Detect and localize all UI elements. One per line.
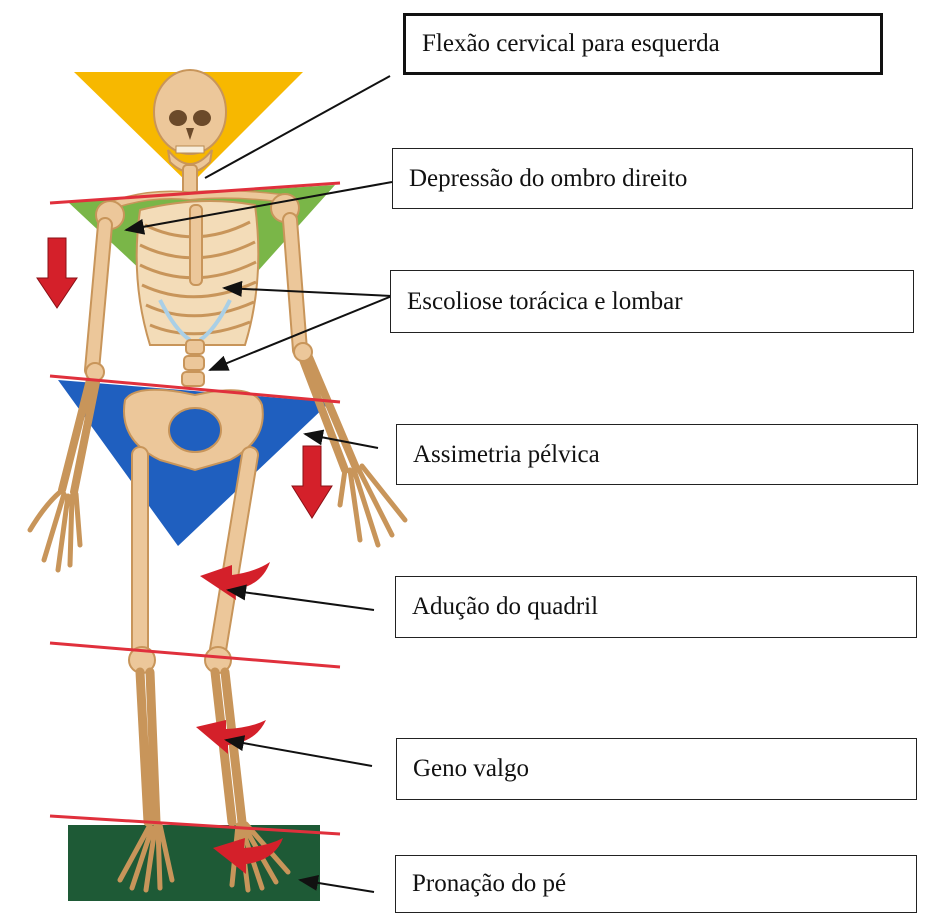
label-foot: Pronação do pé bbox=[395, 855, 917, 913]
label-shoulder-text: Depressão do ombro direito bbox=[409, 165, 687, 193]
skull bbox=[154, 70, 226, 154]
label-knee: Geno valgo bbox=[396, 738, 917, 800]
label-hip-text: Adução do quadril bbox=[412, 593, 598, 621]
label-knee-text: Geno valgo bbox=[413, 755, 529, 783]
label-scoliosis-text: Escoliose torácica e lombar bbox=[407, 288, 683, 316]
label-pelvis-text: Assimetria pélvica bbox=[413, 441, 600, 469]
label-pelvis: Assimetria pélvica bbox=[396, 424, 918, 485]
label-cervical-text: Flexão cervical para esquerda bbox=[422, 30, 720, 58]
down-arrow-icon bbox=[292, 446, 332, 518]
label-shoulder: Depressão do ombro direito bbox=[392, 148, 913, 209]
label-scoliosis: Escoliose torácica e lombar bbox=[390, 270, 914, 333]
down-arrow-icon bbox=[37, 238, 77, 308]
knee-line bbox=[50, 643, 340, 667]
label-foot-text: Pronação do pé bbox=[412, 870, 566, 898]
label-cervical: Flexão cervical para esquerda bbox=[403, 13, 883, 75]
label-hip: Adução do quadril bbox=[395, 576, 917, 638]
